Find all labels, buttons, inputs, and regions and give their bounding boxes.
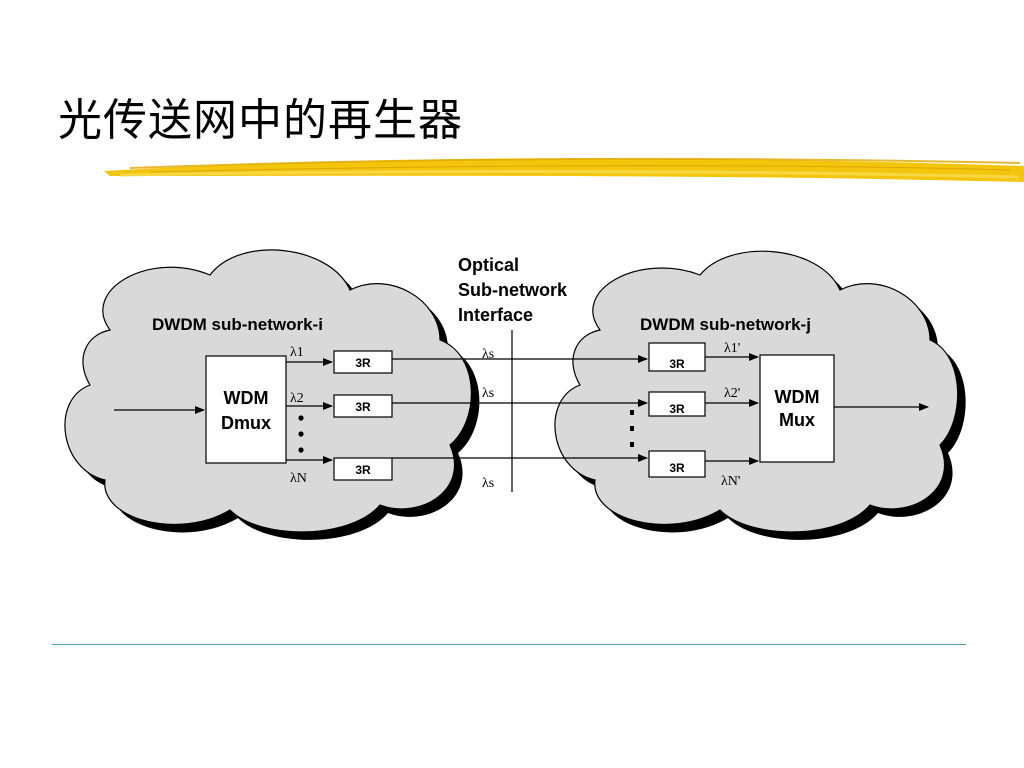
right-ellipsis-dot: [630, 426, 634, 431]
left-regenerator-n-label: 3R: [355, 463, 371, 477]
right-regenerator-n: [648, 450, 706, 478]
crossing-label-2: λs: [482, 386, 494, 401]
title-underline-brush: [104, 157, 1024, 182]
right-ellipsis-dot: [630, 442, 634, 447]
right-wavelength-2: λ2': [724, 386, 740, 401]
right-network-title: DWDM sub-network-j: [640, 315, 811, 334]
wdm-mux-label-line1: WDM: [775, 387, 820, 407]
right-regenerator-1-label: 3R: [669, 357, 685, 371]
crossing-label-1: λs: [482, 347, 494, 362]
right-wavelength-n: λN': [721, 474, 740, 489]
left-regenerator-2-label: 3R: [355, 400, 371, 414]
footer-divider: [52, 644, 966, 645]
right-regenerator-2: [648, 391, 706, 417]
right-regenerator-n-label: 3R: [669, 461, 685, 475]
wdm-dmux-label-line2: Dmux: [221, 413, 271, 433]
right-ellipsis-dot: [630, 410, 634, 415]
slide-title: 光传送网中的再生器: [58, 95, 463, 146]
right-regenerator-1: [648, 342, 706, 372]
left-network-title: DWDM sub-network-i: [152, 315, 323, 334]
interface-label-line3: Interface: [458, 305, 533, 325]
interface-label-line1: Optical: [458, 255, 519, 275]
interface-label-line2: Sub-network: [458, 280, 568, 300]
crossing-label-3: λs: [482, 476, 494, 491]
left-regenerator-2: [333, 394, 393, 418]
left-wavelength-n: λN: [290, 471, 307, 486]
left-regenerator-n: [333, 457, 393, 481]
regenerator-diagram: DWDM sub-network-i DWDM sub-network-j Op…: [64, 249, 966, 540]
left-wavelength-1: λ1: [290, 345, 304, 360]
wdm-dmux-label-line1: WDM: [224, 388, 269, 408]
wdm-mux-label-line2: Mux: [779, 410, 815, 430]
right-cloud: [554, 250, 959, 533]
right-regenerator-2-label: 3R: [669, 402, 685, 416]
left-regenerator-1: [333, 350, 393, 374]
left-wavelength-2: λ2: [290, 391, 304, 406]
wdm-dmux-box: [205, 355, 287, 464]
wdm-mux-box: [759, 354, 835, 463]
right-wavelength-1: λ1': [724, 341, 740, 356]
left-ellipsis-dot: [298, 415, 304, 421]
left-ellipsis-dot: [298, 431, 304, 437]
left-regenerator-1-label: 3R: [355, 356, 371, 370]
left-ellipsis-dot: [298, 447, 304, 453]
